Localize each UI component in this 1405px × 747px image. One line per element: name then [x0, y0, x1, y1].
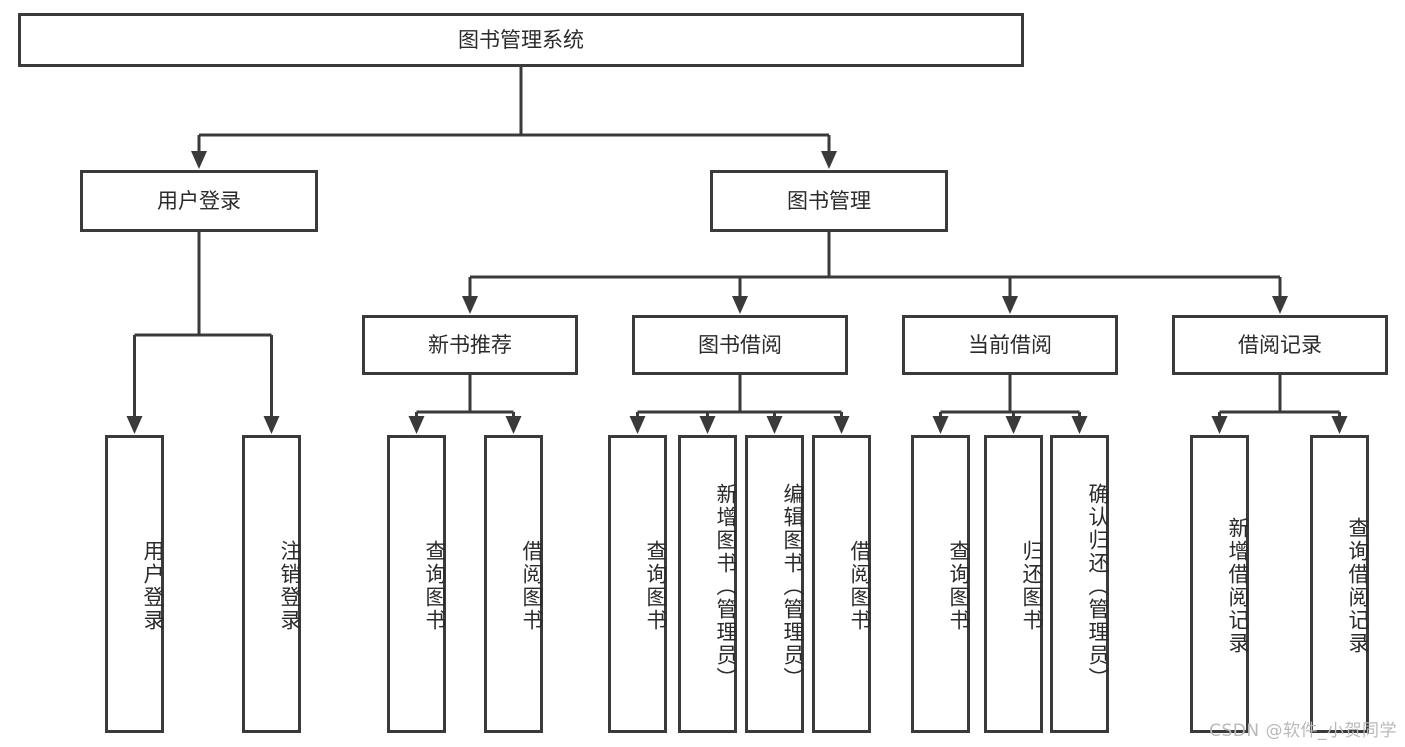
arrow-head-icon-leaf-4: [629, 416, 646, 434]
node-level3-3-label: 借阅记录: [1238, 333, 1322, 357]
arrow-head-icon-mgmt-1: [732, 296, 748, 314]
arrow-head-icon-leaf-8: [932, 416, 949, 434]
node-leaf-7[interactable]: [812, 435, 871, 733]
arrow-head-icon-leaf-6: [766, 416, 783, 434]
node-leaf-12[interactable]: [1310, 435, 1369, 733]
node-level3-2-label: 当前借阅: [968, 333, 1052, 357]
node-level2-1-label: 图书管理: [787, 189, 871, 213]
node-leaf-6[interactable]: [745, 435, 804, 733]
node-level3-2[interactable]: [902, 315, 1118, 375]
arrow-head-icon-mgmt-3: [1272, 296, 1288, 314]
arrow-head-icon-leaf-5: [699, 416, 716, 434]
arrow-head-icon-root-1: [821, 151, 837, 169]
node-leaf-0[interactable]: [105, 435, 164, 733]
node-leaf-11[interactable]: [1190, 435, 1249, 733]
node-boxes: [18, 13, 1388, 733]
node-leaf-4[interactable]: [608, 435, 667, 733]
csdn-watermark: CSDN @软件_小贺同学: [1209, 721, 1397, 741]
node-leaf-3[interactable]: [484, 435, 543, 733]
node-level2-0[interactable]: [80, 170, 318, 232]
arrow-head-icon-leaf-10: [1071, 416, 1088, 434]
node-level2-1[interactable]: [710, 170, 948, 232]
node-level3-1-label: 图书借阅: [698, 333, 782, 357]
node-level3-1[interactable]: [632, 315, 848, 375]
node-level3-0-label: 新书推荐: [428, 333, 512, 357]
node-leaf-8[interactable]: [911, 435, 970, 733]
arrow-head-icon-leaf-2: [408, 416, 425, 434]
node-level3-0[interactable]: [362, 315, 578, 375]
arrow-head-icon-leaf-12: [1331, 416, 1348, 434]
node-root[interactable]: [18, 13, 1024, 67]
arrow-head-icon-leaf-3: [505, 416, 522, 434]
arrow-head-icon-leaf-9: [1005, 416, 1022, 434]
connector-lines: [126, 67, 1348, 434]
arrow-head-icon-leaf-11: [1211, 416, 1228, 434]
node-root-label: 图书管理系统: [458, 28, 584, 52]
arrow-head-icon-root-0: [191, 151, 207, 169]
arrow-head-icon-leaf-0: [126, 416, 143, 434]
node-leaf-1[interactable]: [242, 435, 301, 733]
arrow-head-icon-leaf-1: [263, 416, 280, 434]
node-leaf-5[interactable]: [678, 435, 737, 733]
node-level3-3[interactable]: [1172, 315, 1388, 375]
arrow-head-icon-mgmt-2: [1002, 296, 1018, 314]
node-leaf-9[interactable]: [984, 435, 1043, 733]
node-level2-0-label: 用户登录: [157, 189, 241, 213]
node-leaf-2[interactable]: [387, 435, 446, 733]
arrow-head-icon-mgmt-0: [462, 296, 478, 314]
node-leaf-10[interactable]: [1050, 435, 1109, 733]
arrow-head-icon-leaf-7: [833, 416, 850, 434]
